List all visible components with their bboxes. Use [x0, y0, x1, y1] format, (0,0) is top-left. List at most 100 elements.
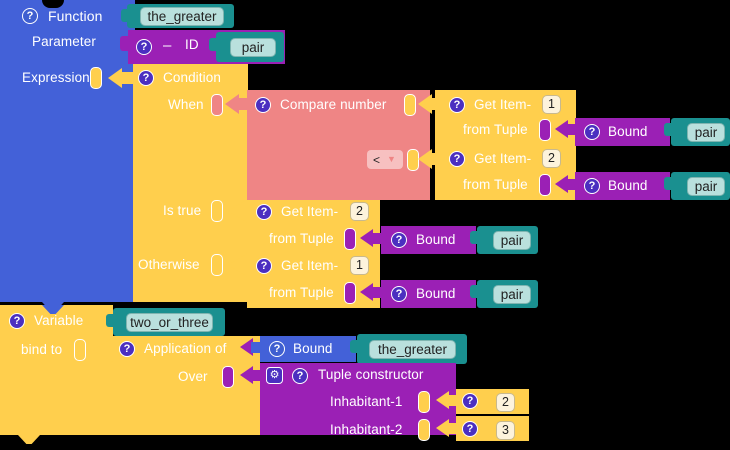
get-item-4-help-icon[interactable]: ?: [256, 258, 272, 274]
function-title-label: Function: [48, 8, 103, 24]
get-item-1-index[interactable]: 1: [542, 95, 561, 114]
variable-name-field-plug: [106, 314, 115, 327]
tuple-constructor-title-label: Tuple constructor: [318, 367, 424, 382]
condition-help-icon[interactable]: ?: [138, 70, 154, 86]
inhabitant-2-socket[interactable]: [418, 419, 430, 441]
get-item-3-tuple-socket[interactable]: [344, 228, 356, 250]
bound-2-plug-bar: [566, 179, 578, 190]
bound-3-help-icon[interactable]: ?: [391, 232, 407, 248]
is-true-label: Is true: [163, 203, 202, 218]
get-item-4-from-label: from Tuple: [269, 285, 334, 300]
inhabitant-1-socket[interactable]: [418, 391, 430, 413]
compare-plug-bar: [237, 98, 251, 110]
compare-help-icon[interactable]: ?: [255, 97, 271, 113]
get-item-1-title-label: Get Item-: [474, 97, 532, 112]
bound-4-help-icon[interactable]: ?: [391, 286, 407, 302]
function-block[interactable]: [0, 0, 135, 302]
variable-name-value[interactable]: two_or_three: [126, 313, 213, 332]
get-item-2-tuple-socket[interactable]: [539, 174, 551, 196]
number-block-1-plug-bar: [447, 395, 458, 406]
get-item-3-from-label: from Tuple: [269, 231, 334, 246]
when-label: When: [168, 97, 204, 112]
compare-to-when-plug: [225, 94, 239, 114]
number-block-2-plug: [436, 419, 449, 437]
bound-1-plug: [555, 120, 568, 138]
bound-4-value[interactable]: pair: [493, 285, 531, 304]
get-item-1-tuple-socket[interactable]: [539, 119, 551, 141]
over-label: Over: [178, 369, 208, 384]
bound-1-help-icon[interactable]: ?: [584, 124, 600, 140]
compare-number-block[interactable]: [247, 90, 430, 200]
get-item-3-index[interactable]: 2: [350, 202, 369, 221]
parameter-id-separator: –: [163, 37, 172, 54]
application-bound-plug: [240, 338, 253, 356]
function-name-field-plug: [121, 9, 129, 22]
bound-3-label: Bound: [416, 232, 456, 247]
inhabitant-1-value[interactable]: 2: [496, 393, 515, 412]
otherwise-socket[interactable]: [211, 254, 223, 276]
compare-operator-dropdown[interactable]: [367, 150, 403, 169]
application-bound-help-icon[interactable]: ?: [269, 341, 285, 357]
function-block-top-notch: [42, 0, 64, 8]
condition-block-body-ext: [133, 192, 248, 302]
inhabitant-2-value[interactable]: 3: [496, 421, 515, 440]
get-item-2-from-label: from Tuple: [463, 177, 528, 192]
variable-help-icon[interactable]: ?: [9, 313, 25, 329]
get-item-4-index[interactable]: 1: [350, 256, 369, 275]
gear-icon[interactable]: ⚙: [266, 367, 283, 384]
variable-block-top-notch: [42, 305, 64, 314]
is-true-socket[interactable]: [211, 200, 223, 222]
parameter-id-label: ID: [185, 37, 199, 52]
compare-left-socket[interactable]: [404, 94, 416, 116]
bound-3-plug-bar: [372, 233, 384, 244]
get-item-3-help-icon[interactable]: ?: [256, 204, 272, 220]
otherwise-label: Otherwise: [138, 257, 200, 272]
application-help-icon[interactable]: ?: [119, 341, 135, 357]
number-block-2-help-icon[interactable]: ?: [462, 421, 478, 437]
get-item-2-help-icon[interactable]: ?: [449, 151, 465, 167]
get-item-4-title-label: Get Item-: [281, 258, 339, 273]
tuple-constructor-plug-bar: [251, 370, 262, 381]
get-item-2-index[interactable]: 2: [542, 149, 561, 168]
get-item-1-plug-bar: [428, 98, 438, 110]
application-bound-value[interactable]: the_greater: [369, 340, 456, 359]
parameter-label: Parameter: [32, 34, 96, 49]
bound-3-value-plug: [470, 231, 479, 244]
when-socket[interactable]: [211, 94, 223, 116]
bound-2-help-icon[interactable]: ?: [584, 178, 600, 194]
get-item-4-tuple-socket[interactable]: [344, 282, 356, 304]
compare-title-label: Compare number: [280, 97, 387, 112]
bound-3-plug: [360, 229, 373, 247]
expression-label: Expression: [22, 70, 90, 85]
number-block-2-plug-bar: [447, 423, 458, 434]
number-block-1-help-icon[interactable]: ?: [462, 393, 478, 409]
bound-1-value[interactable]: pair: [687, 123, 725, 142]
chevron-down-icon[interactable]: ▼: [387, 154, 397, 164]
tuple-constructor-help-icon[interactable]: ?: [292, 368, 308, 384]
bound-1-value-plug: [664, 123, 673, 136]
application-bound-label: Bound: [293, 341, 333, 356]
condition-to-expression-plug: [108, 68, 122, 88]
bound-1-label: Bound: [608, 124, 648, 139]
function-name-value[interactable]: the_greater: [140, 7, 224, 26]
bound-3-value[interactable]: pair: [493, 231, 531, 250]
bound-4-plug: [360, 283, 373, 301]
bound-2-value[interactable]: pair: [687, 177, 725, 196]
parameter-id-help-icon[interactable]: ?: [136, 39, 152, 55]
parameter-id-left-plug: [120, 36, 130, 51]
parameter-id-value[interactable]: pair: [230, 38, 276, 57]
function-help-icon[interactable]: ?: [22, 8, 38, 24]
inhabitant-1-label: Inhabitant-1: [330, 394, 403, 409]
bind-to-label: bind to: [21, 342, 63, 357]
get-item-1-help-icon[interactable]: ?: [449, 97, 465, 113]
condition-title-label: Condition: [163, 70, 221, 85]
condition-plug-bar: [120, 72, 136, 84]
bound-2-label: Bound: [608, 178, 648, 193]
application-title-label: Application of: [144, 341, 227, 356]
over-socket[interactable]: [222, 366, 234, 388]
bind-to-socket[interactable]: [74, 339, 86, 361]
application-of-block[interactable]: [113, 336, 260, 435]
compare-operator-label: <: [373, 153, 381, 167]
expression-socket[interactable]: [90, 67, 102, 89]
